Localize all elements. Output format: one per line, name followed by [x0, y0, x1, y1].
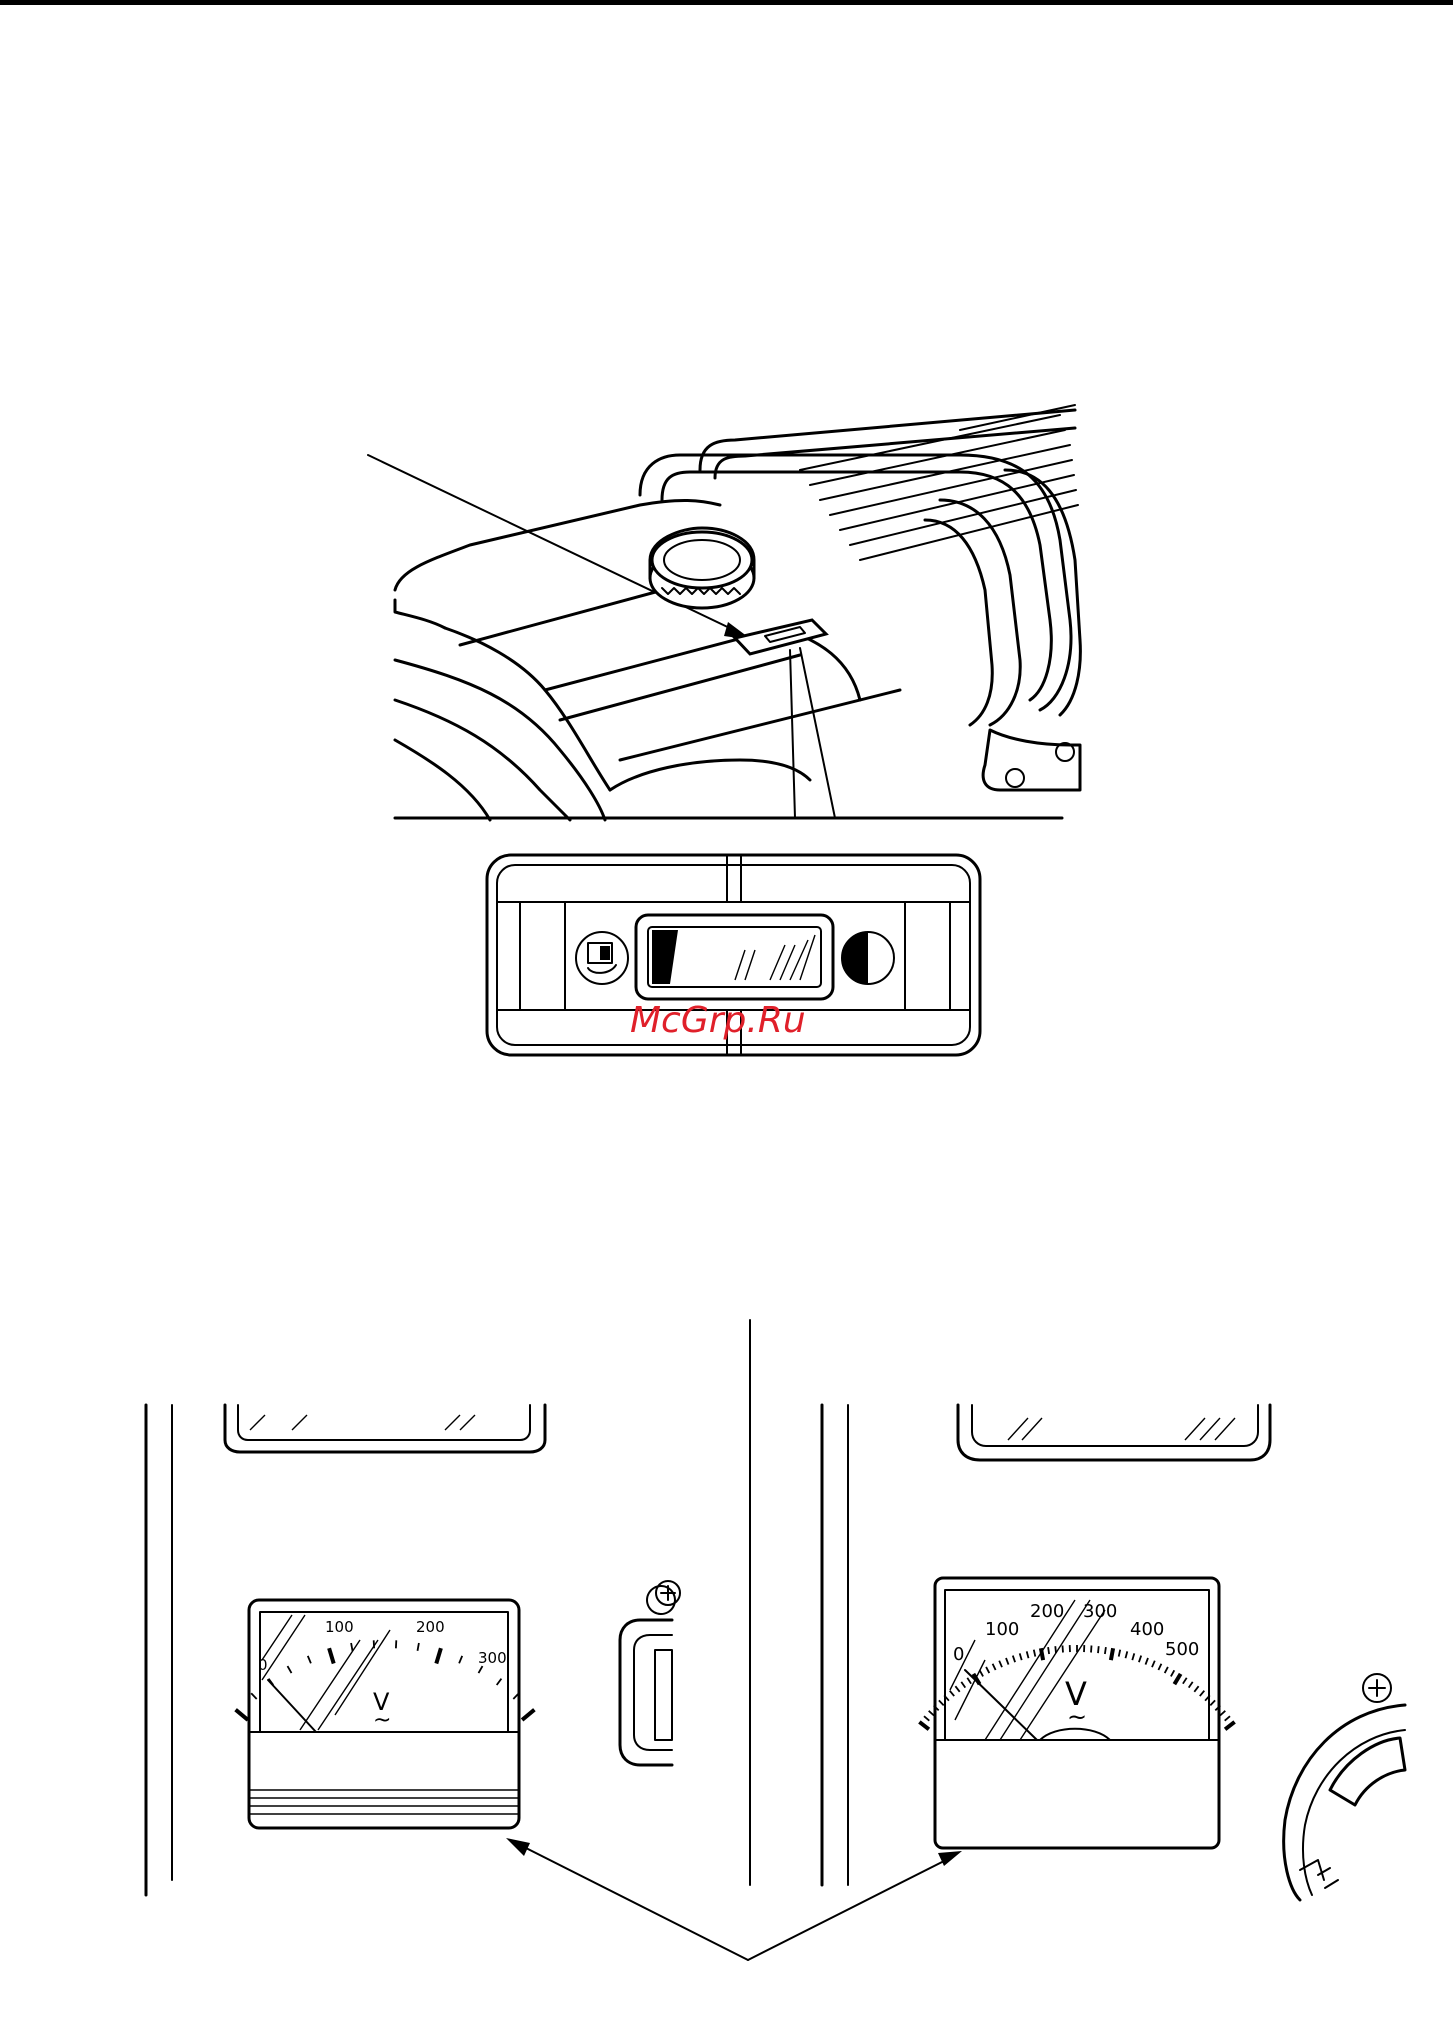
voltmeter-pointer-arrows: [506, 1838, 962, 1960]
tank-top-line-4: [620, 690, 900, 760]
scale-minor-tick: [1225, 1716, 1230, 1721]
left-top-window-inner: [238, 1405, 530, 1440]
right-top-window-outer: [958, 1405, 1270, 1460]
voltmeter-left-tick-300: 300: [478, 1649, 507, 1667]
arrow-line-left: [520, 1845, 748, 1960]
scale-minor-tick: [1063, 1646, 1064, 1653]
scale-minor-tick: [1048, 1647, 1049, 1654]
cooling-fins: [800, 415, 1078, 560]
fuel-pump-icon-fill: [600, 946, 610, 960]
voltmeter-right-tick-200: 200: [1030, 1601, 1064, 1622]
tank-ridge-1: [445, 628, 610, 790]
scale-major-tick: [919, 1722, 929, 1729]
right-control-panel: 0 100 200 300 400 500 V ~: [822, 1405, 1405, 1900]
outlet-inner-edge: [1303, 1730, 1405, 1895]
voltmeter-right-tick-100: 100: [985, 1619, 1019, 1640]
callout-line-left: [790, 650, 795, 818]
left-control-panel: 0 100 200 300 V ~: [146, 1405, 680, 1895]
top-rule: [0, 0, 1453, 5]
voltmeter-right-tick-300: 300: [1083, 1601, 1117, 1622]
left-top-window-glare: [250, 1415, 475, 1430]
scale-minor-tick: [1105, 1647, 1106, 1654]
voltmeter-right-tick-500: 500: [1165, 1639, 1199, 1660]
scale-minor-tick: [1055, 1646, 1056, 1653]
tank-side-curve-2: [395, 700, 570, 820]
right-panel-screw-slot: [1369, 1680, 1385, 1696]
frame-tube-1a: [640, 455, 960, 495]
scale-major-tick: [1111, 1648, 1113, 1660]
bracket-bolt-1: [1006, 769, 1024, 787]
left-panel-screw-slot: [661, 1586, 675, 1600]
voltmeter-right-tick-400: 400: [1130, 1619, 1164, 1640]
fuel-gauge-detail: McGrp.Ru: [487, 855, 980, 1055]
scale-major-tick: [522, 1710, 534, 1720]
left-panel-screw: [647, 1586, 675, 1614]
voltmeter-right-ac-symbol: ~: [1067, 1703, 1087, 1731]
scale-major-tick: [1041, 1648, 1043, 1660]
voltmeter-left-tick-100: 100: [325, 1618, 354, 1636]
right-top-window-glare: [1008, 1418, 1235, 1440]
scale-major-tick: [1225, 1722, 1235, 1729]
left-switch-inner: [634, 1635, 672, 1750]
left-switch-outer: [620, 1620, 672, 1765]
outlet-socket-slot: [1330, 1738, 1405, 1805]
tank-top-line-3: [560, 655, 800, 720]
frame-tube-5b: [925, 520, 992, 725]
watermark-text: McGrp.Ru: [630, 1000, 806, 1041]
arrow-head-left: [506, 1838, 530, 1856]
callout-line-right: [800, 648, 835, 818]
scale-minor-tick: [1220, 1711, 1225, 1716]
scale-minor-tick: [929, 1711, 934, 1716]
scale-major-tick: [236, 1710, 248, 1720]
voltmeter-left-tick-0: 0: [258, 1656, 268, 1674]
left-switch-slot: [655, 1650, 672, 1740]
tank-side-curve-3: [395, 740, 490, 820]
scale-minor-tick: [1098, 1646, 1099, 1653]
voltmeter-right-tick-0: 0: [953, 1644, 964, 1665]
tank-front-left: [395, 600, 445, 628]
voltmeter-left-tick-200: 200: [416, 1618, 445, 1636]
fuel-tank-illustration: [368, 405, 1080, 820]
voltmeter-left-ac-symbol: ~: [373, 1708, 391, 1733]
arrow-head-right: [938, 1851, 962, 1866]
frame-tube-5a: [940, 500, 1020, 725]
left-top-window-outer: [225, 1405, 545, 1452]
scale-minor-tick: [1091, 1646, 1092, 1653]
scale-minor-tick: [924, 1716, 929, 1721]
tank-front-curve: [610, 760, 810, 790]
fuel-gauge-housing: [735, 620, 826, 654]
